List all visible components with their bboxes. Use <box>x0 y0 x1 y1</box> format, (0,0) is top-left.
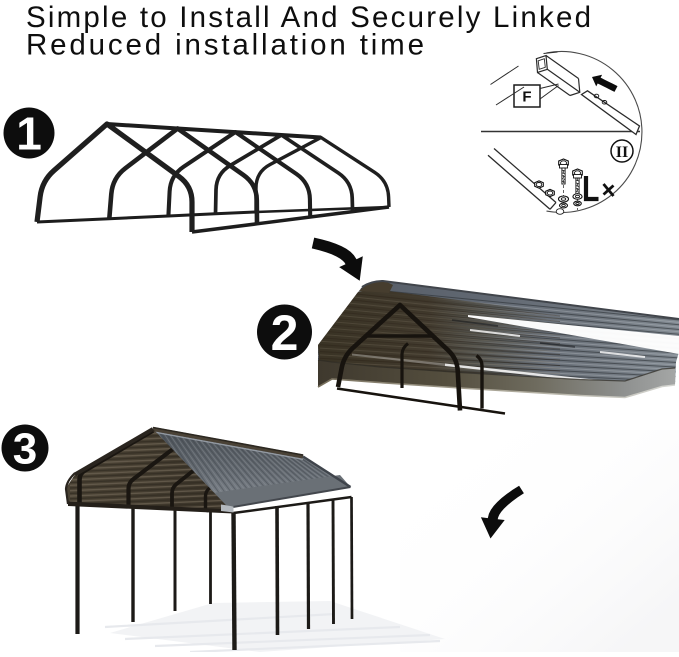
svg-text:Reduced installation time: Reduced installation time <box>26 29 424 62</box>
svg-text:1: 1 <box>16 107 42 159</box>
svg-text:Simple to Install And Securely: Simple to Install And Securely Linked <box>26 1 591 34</box>
svg-text:2: 2 <box>271 305 299 361</box>
svg-text:3: 3 <box>13 425 37 474</box>
svg-text:F: F <box>522 89 531 106</box>
svg-text:II: II <box>616 144 628 161</box>
